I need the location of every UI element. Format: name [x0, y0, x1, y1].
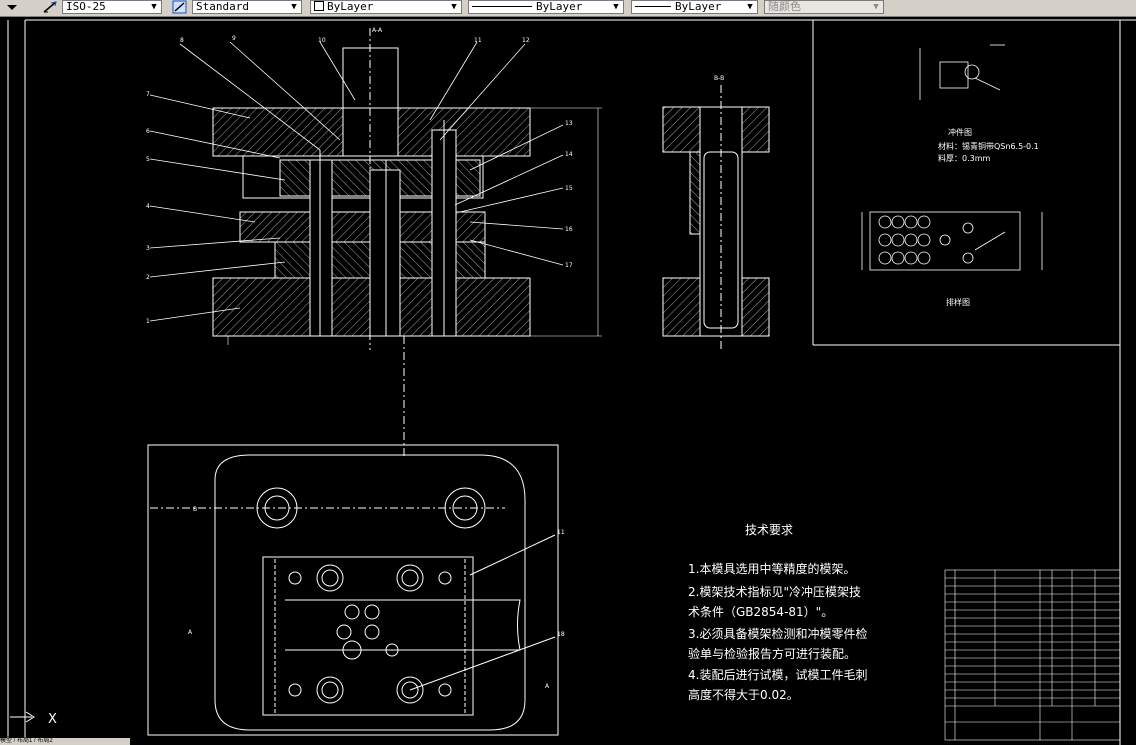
title-block: [944, 569, 1121, 741]
part-label: 16: [565, 226, 573, 233]
tech-line: 2.模架技术指标见"冷冲压模架技: [688, 585, 861, 599]
part-material: 材料：锡青铜带QSn6.5-0.1: [938, 141, 1039, 151]
chevron-down-icon: ▼: [291, 2, 297, 12]
plotstyle-value: 随颜色: [768, 0, 801, 13]
layer-color-select[interactable]: ByLayer ▼: [310, 0, 462, 14]
part-label: 11: [557, 529, 565, 536]
dimstyle-icon[interactable]: [42, 0, 58, 14]
layout-tabs-label: 模型 / 布局1 / 布局2: [0, 738, 53, 744]
part-label: 18: [557, 631, 565, 638]
part-label: 2: [146, 274, 150, 281]
plan-labels: 11 18 B A A: [188, 506, 565, 690]
tech-line: 高度不得大于0.02。: [688, 688, 799, 702]
textstyle-icon[interactable]: [172, 0, 188, 14]
plotstyle-select[interactable]: 随颜色 ▼: [764, 0, 884, 14]
strip-layout: [861, 211, 1043, 271]
tech-line: 3.必须具备模架检测和冲模零件检: [688, 627, 868, 641]
part-drawing-title: 冲件图: [948, 127, 972, 137]
plan-view: [147, 444, 559, 736]
tech-line: 4.装配后进行试模，试模工件毛刺: [688, 668, 868, 682]
linetype-value: ByLayer: [536, 0, 583, 13]
chevron-down-icon: ▼: [151, 2, 157, 12]
section-mark-a-right: A: [545, 683, 550, 690]
linetype-select[interactable]: ByLayer ▼: [468, 0, 624, 14]
drawing-canvas[interactable]: A-A 7 6 5 4 3 2 1 8 9 10 11 12 13: [0, 16, 1136, 745]
part-label: 4: [146, 203, 150, 210]
section-bb-view: [662, 106, 770, 337]
part-label: 17: [565, 262, 573, 269]
part-label: 14: [565, 151, 573, 158]
part-labels-top: 8 9 10 11 12: [180, 35, 530, 44]
part-labels-left: 7 6 5 4 3 2 1: [146, 91, 150, 325]
section-mark-b: B: [193, 506, 197, 513]
part-label: 11: [474, 37, 482, 44]
part-label: 5: [146, 156, 150, 163]
chevron-down-icon: ▼: [613, 2, 619, 12]
part-label: 6: [146, 128, 150, 135]
chevron-down-icon: ▼: [873, 2, 879, 12]
part-leaders: [149, 41, 564, 322]
color-swatch-icon: [314, 1, 324, 11]
line-sample-icon: [472, 6, 532, 7]
part-label: 7: [146, 91, 150, 98]
layer-color-value: ByLayer: [327, 0, 374, 13]
part-label: 15: [565, 185, 573, 192]
line-sample-icon: [635, 6, 671, 7]
layout-title: 排样图: [946, 297, 970, 307]
dimension-lines: [227, 107, 602, 345]
dimstyle-value: ISO-25: [66, 0, 106, 13]
chevron-down-icon: ▼: [451, 2, 457, 12]
part-label: 8: [180, 37, 184, 44]
layout-tabs[interactable]: 模型 / 布局1 / 布局2: [0, 738, 130, 745]
lineweight-value: ByLayer: [675, 0, 722, 13]
tech-line: 验单与检验报告方可进行装配。: [688, 647, 857, 661]
part-label: 1: [146, 318, 150, 325]
part-label: 12: [522, 37, 530, 44]
part-label: 10: [318, 37, 326, 44]
part-label: 3: [146, 245, 150, 252]
section-mark-a-left: A: [188, 629, 193, 636]
part-label: 13: [565, 120, 573, 127]
tech-requirements-title: 技术要求: [745, 523, 794, 537]
textstyle-select[interactable]: Standard ▼: [192, 0, 302, 14]
ucs-x-label: X: [48, 712, 57, 727]
ucs-icon: [10, 711, 35, 723]
tech-line: 术条件（GB2854-81）"。: [688, 605, 834, 619]
part-label: 9: [232, 35, 236, 42]
section-bb-label: B-B: [714, 75, 724, 82]
dropdown-arrow-icon[interactable]: [4, 0, 20, 14]
properties-toolbar: ISO-25 ▼ Standard ▼ ByLayer ▼ ByLayer ▼ …: [0, 0, 1136, 17]
section-aa-view: [212, 47, 531, 337]
lineweight-select[interactable]: ByLayer ▼: [631, 0, 758, 14]
tech-line: 1.本模具选用中等精度的模架。: [688, 562, 856, 576]
dimstyle-select[interactable]: ISO-25 ▼: [62, 0, 162, 14]
part-thickness: 料厚：0.3mm: [938, 153, 991, 163]
part-labels-right: 13 14 15 16 17: [565, 120, 573, 269]
part-drawing: [919, 44, 1005, 100]
chevron-down-icon: ▼: [747, 2, 753, 12]
textstyle-value: Standard: [196, 0, 249, 13]
section-aa-label: A-A: [372, 27, 383, 34]
